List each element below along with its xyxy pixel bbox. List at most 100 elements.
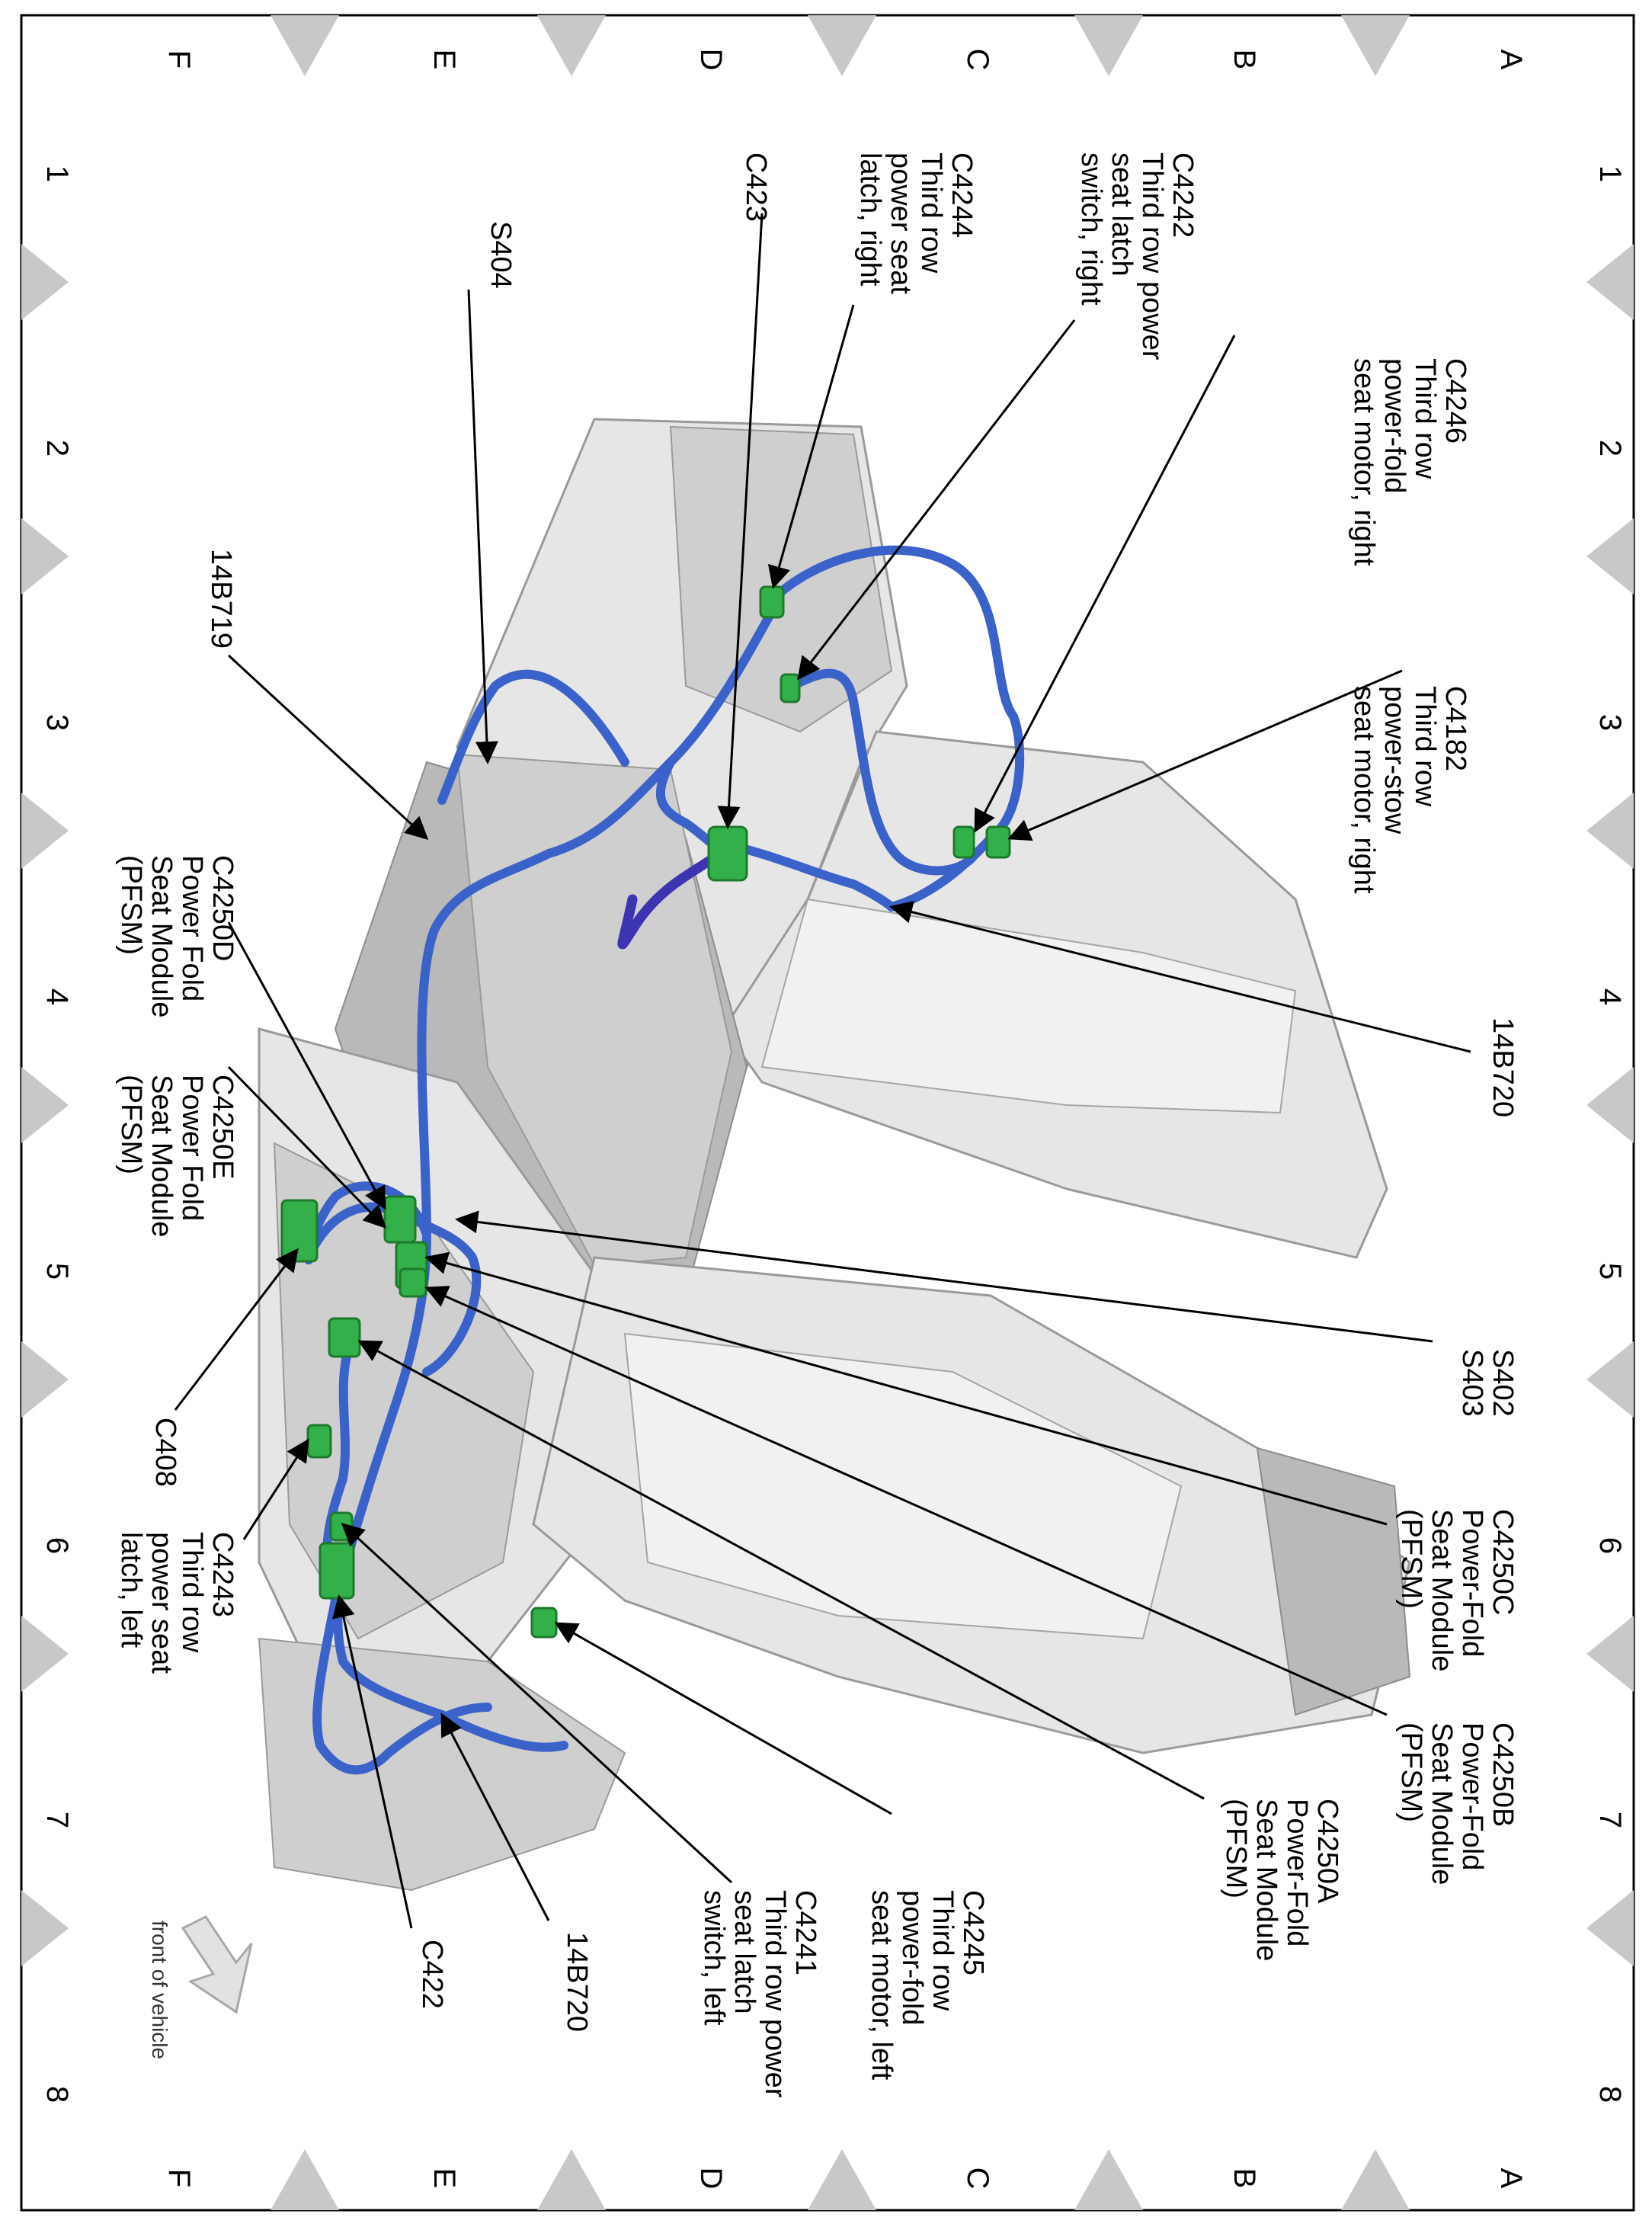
front-of-vehicle-indicator: front of vehicle (148, 1915, 253, 2059)
leader-14b720-left (440, 1713, 550, 1921)
zone-markers-right (1586, 244, 1634, 1966)
connector-c4244 (759, 585, 785, 619)
third-row-seat-illustration (258, 418, 1411, 1892)
leader-c4250b (424, 1286, 1388, 1716)
connector-c4246 (952, 825, 975, 859)
front-of-vehicle-label: front of vehicle (148, 1921, 171, 2059)
connector-c4241 (329, 1511, 354, 1542)
harness-c4242-loop (788, 668, 980, 876)
grid-numbers-left: 1 2 3 4 5 6 7 8 (40, 165, 74, 2103)
leader-c423 (717, 213, 764, 829)
callout-c4250c: C4250C Power-Fold Seat Module (PFSM) (1395, 1509, 1519, 1680)
connector-c4242 (780, 673, 801, 703)
leader-c4250e (227, 1065, 387, 1229)
callout-c4246: C4246 Third row power-fold seat motor, r… (1348, 358, 1471, 566)
leader-c4243 (242, 1438, 309, 1540)
grid-letter: F (162, 50, 196, 69)
leader-c4244 (767, 304, 855, 589)
leader-c4242 (797, 319, 1076, 681)
connector-c4245 (530, 1607, 558, 1639)
grid-letters-bottom: A B C D E F (162, 2168, 1528, 2190)
grid-letter: C (961, 2168, 994, 2190)
grid-number: 8 (40, 2086, 74, 2103)
front-arrow-icon (181, 1915, 253, 2014)
zone-markers-top (271, 15, 1410, 76)
zone-markers-left (21, 244, 69, 1966)
grid-letter: F (162, 2169, 196, 2187)
callout-c408: C408 (149, 1418, 181, 1487)
callout-14b720-left: 14B720 (561, 1932, 593, 2032)
callout-c4243: C4243 Third row power seat latch, left (115, 1532, 239, 1681)
grid-letter: D (694, 2168, 728, 2190)
grid-letter: B (1228, 50, 1261, 70)
connector-c4250a (328, 1317, 361, 1358)
callout-c4250d: C4250D Power Fold Seat Module (PFSM) (115, 855, 239, 1026)
grid-letter: C (961, 49, 994, 71)
grid-number: 8 (1593, 2086, 1627, 2103)
connector-c422 (319, 1542, 355, 1600)
callout-c4182: C4182 Third row power-stow seat motor, r… (1348, 686, 1471, 894)
grid-letter: A (1494, 2168, 1528, 2189)
leader-c4245 (554, 1622, 892, 1815)
callout-c422: C422 (416, 1940, 448, 2009)
callout-c4241: C4241 Third row power seat latch switch,… (698, 1890, 821, 2106)
grid-number: 3 (40, 714, 74, 731)
grid-letters-top: A B C D E F (162, 49, 1528, 71)
connector-c4243 (306, 1424, 332, 1459)
callout-c4250b: C4250B Power-Fold Seat Module (PFSM) (1395, 1722, 1519, 1893)
harness-14b719 (437, 669, 629, 805)
harness-c423-lead (617, 856, 714, 950)
callout-c4250e: C4250E Power Fold Seat Module (PFSM) (115, 1075, 239, 1245)
leader-c4250d (227, 921, 386, 1210)
grid-number: 2 (1593, 440, 1627, 457)
harness-main-upper (417, 598, 782, 1239)
grid-number: 6 (40, 1537, 74, 1554)
grid-number: 6 (1593, 1537, 1627, 1554)
grid-number: 1 (1593, 165, 1627, 182)
grid-number: 1 (40, 165, 74, 182)
callout-c4244: C4244 Third row power seat latch, right (854, 152, 978, 302)
grid-number: 5 (1593, 1263, 1627, 1280)
callout-c4242: C4242 Third row power seat latch switch,… (1075, 152, 1199, 368)
callout-s404: S404 (485, 221, 517, 289)
leader-14b720-right (889, 900, 1471, 1053)
callout-c4250a: C4250A Power-Fold Seat Module (PFSM) (1220, 1799, 1343, 1969)
grid-letter: D (694, 49, 728, 71)
callout-s402-s403: S402 S403 (1456, 1349, 1519, 1424)
grid-letter: B (1228, 2168, 1261, 2189)
harness-pfsm-loop (303, 1181, 482, 1376)
leader-c422 (332, 1594, 413, 1929)
leader-c4250c (424, 1251, 1388, 1526)
harness-14b720-right-branch (765, 545, 1025, 912)
grid-number: 5 (40, 1263, 74, 1280)
connectors (280, 585, 1011, 1639)
callout-c423: C423 (740, 152, 772, 222)
callout-14b719: 14B719 (205, 549, 237, 649)
zone-markers-bottom (271, 2149, 1410, 2210)
leader-s402-s403 (455, 1210, 1433, 1343)
connector-c4250b (399, 1267, 427, 1298)
connector-c408 (280, 1199, 319, 1263)
connector-c4182 (985, 825, 1011, 859)
connector-c4250e (383, 1195, 417, 1244)
leader-14b719 (227, 654, 429, 841)
connector-c423 (707, 825, 748, 882)
callout-14b720-right: 14B720 (1487, 1017, 1519, 1117)
grid-number: 2 (40, 440, 74, 457)
grid-number: 4 (40, 988, 74, 1005)
leader-c408 (174, 1248, 299, 1411)
grid-letter: A (1494, 50, 1528, 70)
grid-number: 4 (1593, 988, 1627, 1005)
grid-number: 7 (40, 1812, 74, 1828)
callout-c4245: C4245 Third row power-fold seat motor, l… (866, 1890, 989, 2081)
leader-c4250a (357, 1340, 1205, 1800)
grid-number: 7 (1593, 1812, 1627, 1828)
leader-c4182 (1007, 669, 1403, 841)
grid-letter: E (427, 2168, 461, 2189)
grid-number: 3 (1593, 714, 1627, 731)
leader-c4246 (974, 335, 1236, 833)
callouts: C4246 Third row power-fold seat motor, r… (115, 152, 1519, 2106)
leader-c4241 (341, 1522, 733, 1884)
grid-letter: E (427, 50, 461, 70)
